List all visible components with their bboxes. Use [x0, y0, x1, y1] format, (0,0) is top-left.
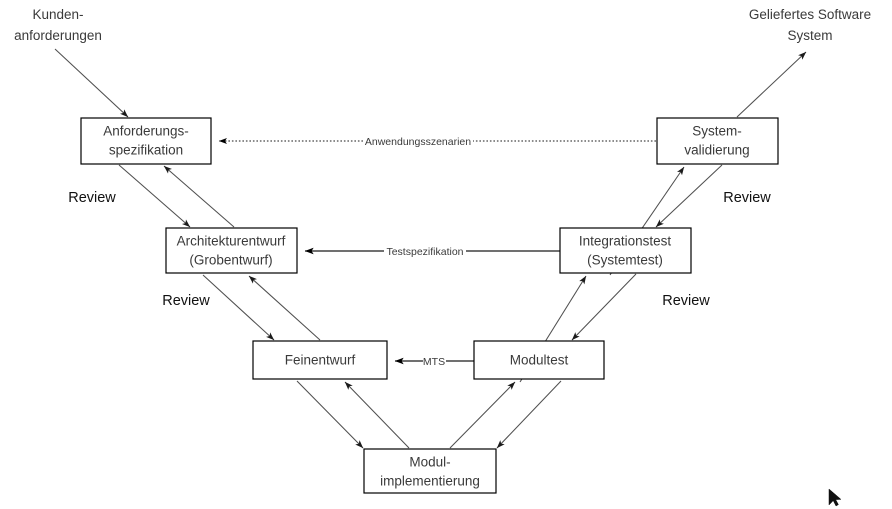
label-review-left-bottom: Review [162, 293, 210, 309]
box-systemvalidierung-line2: validierung [684, 143, 749, 158]
edge-feinentwurf-up-to-architektur [248, 275, 321, 341]
edge-feinentwurf-down-to-modulimpl [296, 380, 364, 449]
label-geliefertes-system-line1: Geliefertes Software [749, 7, 871, 22]
box-integrationstest-line1: Integrationstest [579, 234, 672, 249]
edge-modulimpl-up-to-feinentwurf [344, 381, 410, 449]
box-anforderungsspezifikation[interactable]: Anforderungs- spezifikation [80, 117, 212, 165]
label-review-left-top: Review [68, 190, 116, 206]
box-feinentwurf-line1: Feinentwurf [285, 353, 356, 368]
box-systemvalidierung-line1: System- [692, 124, 742, 139]
edge-label-mts: MTS [423, 356, 445, 368]
label-review-right-top: Review [723, 190, 771, 206]
box-anforderungsspezifikation-line2: spezifikation [109, 143, 183, 158]
box-integrationstest[interactable]: Integrationstest (Systemtest) [559, 227, 692, 274]
label-geliefertes-system-line2: System [787, 28, 832, 43]
edge-architektur-up-to-anforderung [163, 165, 235, 228]
box-architekturentwurf-line1: Architekturentwurf [177, 234, 286, 249]
box-architekturentwurf[interactable]: Architekturentwurf (Grobentwurf) [165, 227, 298, 274]
edge-label-anwendungsszenarien: Anwendungsszenarien [365, 136, 471, 148]
box-anforderungsspezifikation-line1: Anforderungs- [103, 124, 189, 139]
box-modulimplementierung[interactable]: Modul- implementierung [363, 448, 497, 494]
edge-architektur-down-to-feinentwurf [202, 274, 275, 341]
box-feinentwurf[interactable]: Feinentwurf [252, 340, 388, 380]
edge-anforderung-down-to-architektur [118, 164, 191, 228]
box-modulimplementierung-line2: implementierung [380, 474, 480, 489]
label-kundenanforderungen-line1: Kunden- [32, 7, 83, 22]
box-modultest-line1: Modultest [510, 353, 569, 368]
box-systemvalidierung[interactable]: System- validierung [656, 117, 779, 165]
label-review-right-bottom: Review [662, 293, 710, 309]
label-kundenanforderungen-line2: anforderungen [14, 28, 102, 43]
box-modulimplementierung-line1: Modul- [409, 455, 450, 470]
edge-integrationstest-down-to-modultest [571, 273, 637, 341]
edge-systemvalidierung-down-to-integrationstest [655, 164, 723, 228]
box-modultest[interactable]: Modultest [473, 340, 605, 380]
edge-modulimpl-up-to-modultest [449, 381, 516, 449]
edge-modultest-down-to-modulimpl [496, 380, 562, 449]
box-architekturentwurf-line2: (Grobentwurf) [189, 253, 272, 268]
edge-systemvalidierung-to-geliefertes-system [736, 51, 807, 118]
edge-kundenanforderungen-to-anforderungsspezifikation [54, 48, 129, 118]
edge-label-testspezifikation: Testspezifikation [386, 246, 463, 258]
box-integrationstest-line2: (Systemtest) [587, 253, 663, 268]
mouse-cursor-icon [828, 488, 842, 507]
